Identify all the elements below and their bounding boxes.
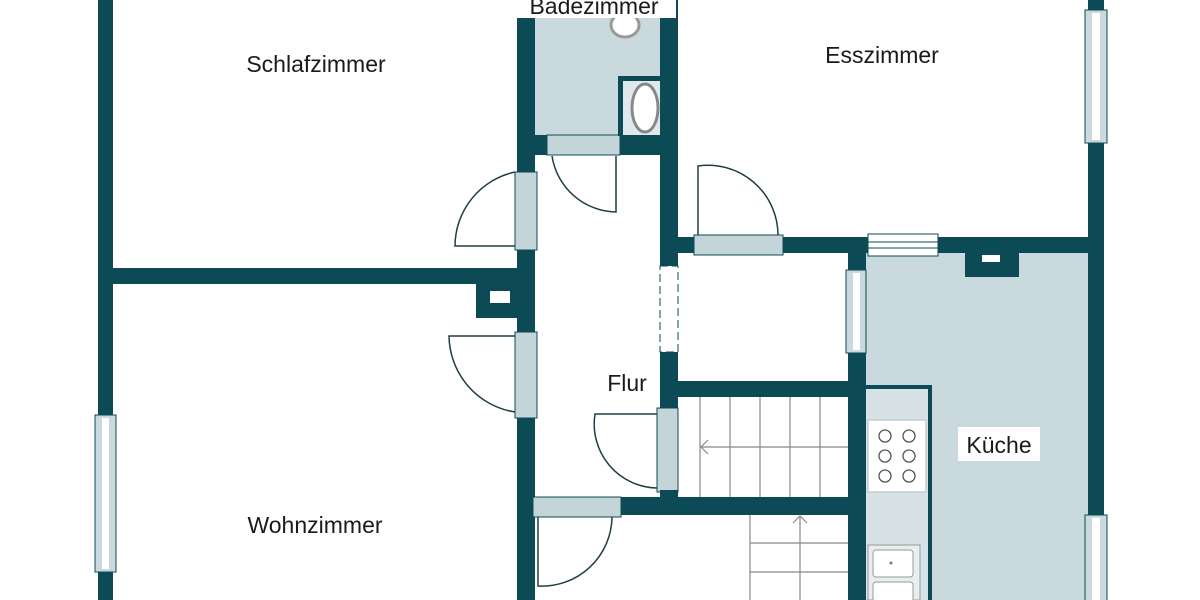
door-entrance[interactable] <box>532 496 622 518</box>
door-bedroom[interactable] <box>514 171 538 251</box>
door-swing-entrance <box>537 516 613 587</box>
room-label-wohnzimmer: Wohnzimmer <box>247 512 382 538</box>
sink-icon <box>867 544 921 600</box>
staircase-upper <box>699 397 848 497</box>
wall-left-lower <box>98 572 113 600</box>
window-kitchen-left <box>845 269 867 354</box>
window-right-top <box>1084 9 1108 144</box>
chimney <box>476 282 522 318</box>
label-bg <box>516 0 676 18</box>
stair-arrow-icon <box>700 439 709 455</box>
wall-stairs-bottom <box>618 497 850 515</box>
room-label-flur: Flur <box>607 370 647 396</box>
window-left <box>94 414 117 573</box>
door-stairs[interactable] <box>656 407 679 493</box>
door-swing-living <box>448 335 516 413</box>
kitchen-niche <box>965 251 1019 277</box>
door-swing-stairs <box>593 413 658 489</box>
wall-left <box>98 0 113 415</box>
wall-bedroom-living <box>112 268 522 284</box>
staircase-lower <box>749 515 848 600</box>
room-label-esszimmer: Esszimmer <box>825 42 939 68</box>
stove-icon <box>867 419 927 493</box>
room-label-badezimmer: Badezimmer <box>529 0 658 19</box>
door-swing-bathroom <box>551 155 617 213</box>
label-bg <box>958 427 1040 461</box>
door-bathroom[interactable] <box>546 134 621 156</box>
wall-storage-bottom <box>660 381 850 397</box>
wall-right <box>1088 0 1104 600</box>
door-swing-bedroom <box>454 171 516 247</box>
wall-hall-left-low <box>517 416 535 600</box>
door-dining[interactable] <box>693 234 784 256</box>
wall-bath-right <box>660 0 678 268</box>
stair-arrow-icon <box>792 515 808 524</box>
wall-hall-left-mid <box>517 248 535 334</box>
door-living[interactable] <box>514 331 538 419</box>
door-swing-dining <box>697 164 779 236</box>
wall-stub <box>660 490 678 500</box>
window-right-bottom <box>1084 514 1108 600</box>
window-hall-storage <box>659 265 679 353</box>
room-label-schlafzimmer: Schlafzimmer <box>246 51 386 77</box>
toilet-icon <box>618 76 662 136</box>
window-dining-kitchen <box>867 233 939 257</box>
wall-hall-left <box>517 18 535 174</box>
room-label-kueche: Küche <box>966 432 1031 458</box>
